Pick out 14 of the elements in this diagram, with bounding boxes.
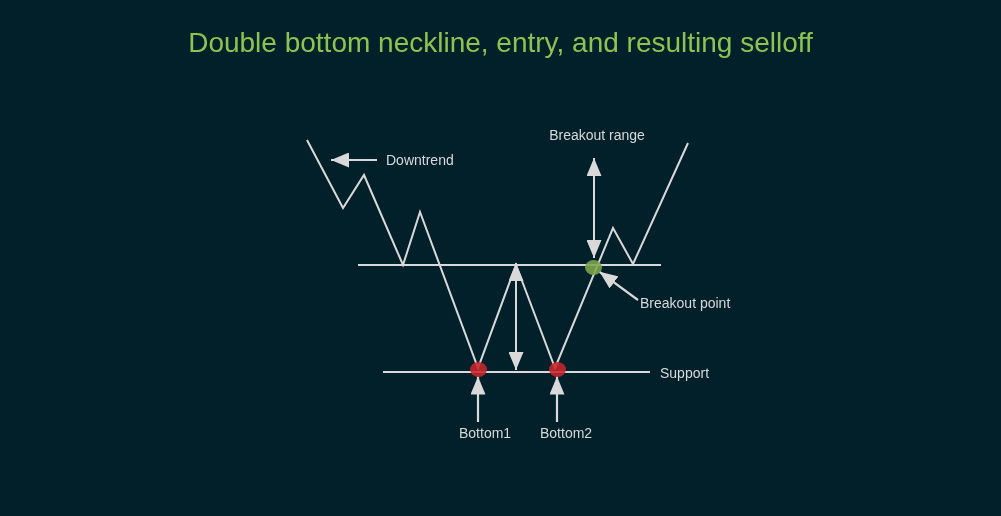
bottom-label: Bottom1 bbox=[459, 424, 512, 442]
range-label: Breakout range bbox=[549, 126, 645, 144]
diagram-title: Double bottom neckline, entry, and resulting selloff bbox=[188, 26, 813, 60]
leader-arrow bbox=[549, 376, 565, 422]
leader-arrow bbox=[331, 152, 377, 168]
breakout-dot-icon bbox=[584, 259, 602, 275]
bottom-dot-icon bbox=[548, 361, 566, 377]
breakout-point-label: Breakout point bbox=[640, 294, 731, 312]
bottom-label: Bottom2 bbox=[540, 424, 593, 442]
leader-arrow bbox=[598, 270, 639, 301]
trend-label: Downtrend bbox=[386, 151, 454, 169]
support-label: Support bbox=[660, 364, 710, 382]
leader-arrow bbox=[470, 376, 486, 422]
bottom-dot-icon bbox=[469, 361, 487, 377]
